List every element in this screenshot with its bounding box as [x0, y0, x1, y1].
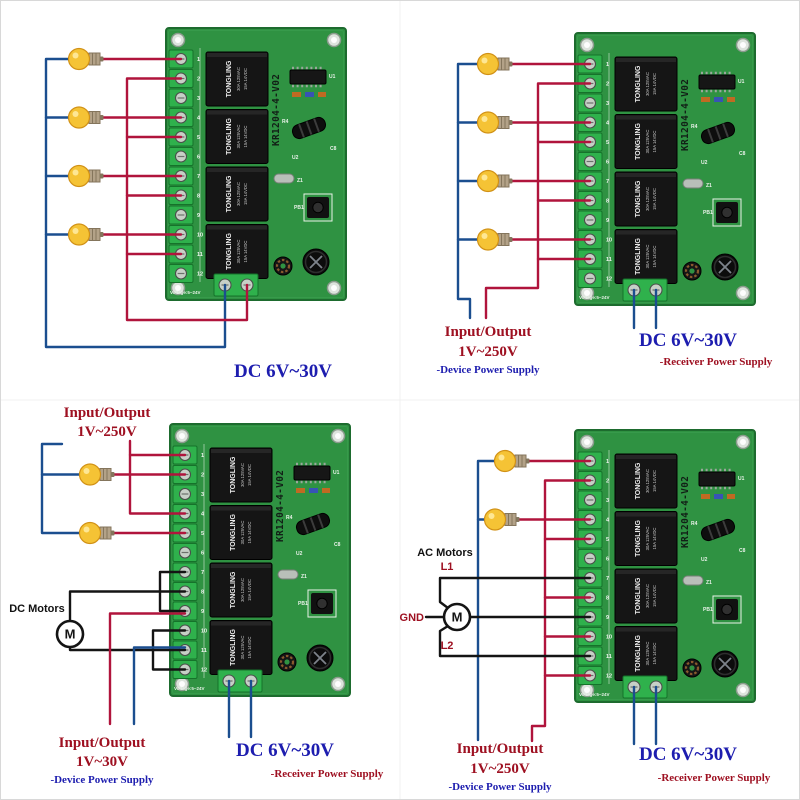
wire-red-bulb-stubs — [511, 62, 592, 241]
label-io-line1: Input/Output — [445, 324, 532, 340]
wire-red-io-bus — [128, 439, 187, 515]
label-device-supply: -Device Power Supply — [448, 781, 552, 793]
wire-l2 — [438, 624, 592, 658]
quadrant-top-left: DC 6V~30V — [44, 28, 346, 382]
relay-board — [575, 33, 755, 305]
wire-red-stubs — [536, 140, 592, 261]
label-l1: L1 — [441, 561, 454, 573]
ac-motor — [442, 602, 472, 632]
label-io-line2: 1V~250V — [470, 761, 530, 777]
dc-motor — [55, 619, 85, 649]
label-l2: L2 — [441, 640, 454, 652]
wire-blue-bus — [456, 62, 479, 320]
wire-device-supply-blue — [132, 646, 187, 726]
wire-motor-top — [68, 590, 187, 623]
wire-blue-bus — [44, 57, 227, 349]
label-device-supply: -Device Power Supply — [436, 364, 540, 376]
wire-dc-supply — [632, 288, 658, 330]
label-io-top-line2: 1V~250V — [77, 424, 137, 440]
wire-red-bus — [484, 82, 592, 320]
wire-blue-bus — [476, 459, 496, 742]
wire-l1 — [438, 576, 592, 610]
wire-jumper-2 — [151, 629, 187, 671]
quadrant-top-right: Input/Output 1V~250V -Device Power Suppl… — [436, 33, 773, 376]
label-receiver-supply: -Receiver Power Supply — [271, 768, 384, 780]
wire-jumper-1 — [158, 570, 187, 613]
label-dc-supply: DC 6V~30V — [639, 330, 737, 351]
wire-dc-supply — [632, 685, 658, 746]
wire-blue-stub — [44, 116, 70, 236]
wire-red-bulb-stubs — [102, 57, 183, 236]
label-io-bottom-line2: 1V~30V — [76, 754, 128, 770]
wire-red-bus — [125, 77, 249, 322]
wire-red-bulb-stubs — [113, 473, 187, 535]
wire-red-stubs — [543, 537, 592, 677]
wire-red-bulb-stubs — [518, 459, 592, 521]
wire-device-supply-red — [108, 612, 187, 726]
label-io-line1: Input/Output — [457, 741, 544, 757]
relay-board — [166, 28, 346, 300]
wire-blue-bus — [40, 442, 81, 535]
label-dc-supply: DC 6V~30V — [639, 744, 737, 765]
label-receiver-supply: -Receiver Power Supply — [658, 772, 771, 784]
relay-board — [170, 424, 350, 696]
label-dc-supply: DC 6V~30V — [234, 361, 332, 382]
quadrant-bottom-left: Input/Output 1V~250V DC Motors Input/Out… — [9, 405, 384, 786]
label-dc-supply: DC 6V~30V — [236, 740, 334, 761]
label-device-supply: -Device Power Supply — [50, 774, 154, 786]
quadrant-bottom-right: AC Motors L1 GND L2 Input/Output 1V~250V… — [400, 430, 771, 793]
wire-dc-supply — [227, 679, 253, 739]
label-gnd: GND — [400, 612, 425, 624]
label-io-line2: 1V~250V — [458, 344, 518, 360]
wire-red-bus — [530, 479, 592, 743]
label-ac-motors: AC Motors — [417, 547, 473, 559]
label-dc-motors: DC Motors — [9, 603, 65, 615]
label-io-top-line1: Input/Output — [64, 405, 151, 421]
relay-board — [575, 430, 755, 702]
wire-blue-stubs — [456, 121, 479, 241]
wire-red-stubs — [125, 135, 183, 256]
label-io-bottom-line1: Input/Output — [59, 735, 146, 751]
label-receiver-supply: -Receiver Power Supply — [660, 356, 773, 368]
